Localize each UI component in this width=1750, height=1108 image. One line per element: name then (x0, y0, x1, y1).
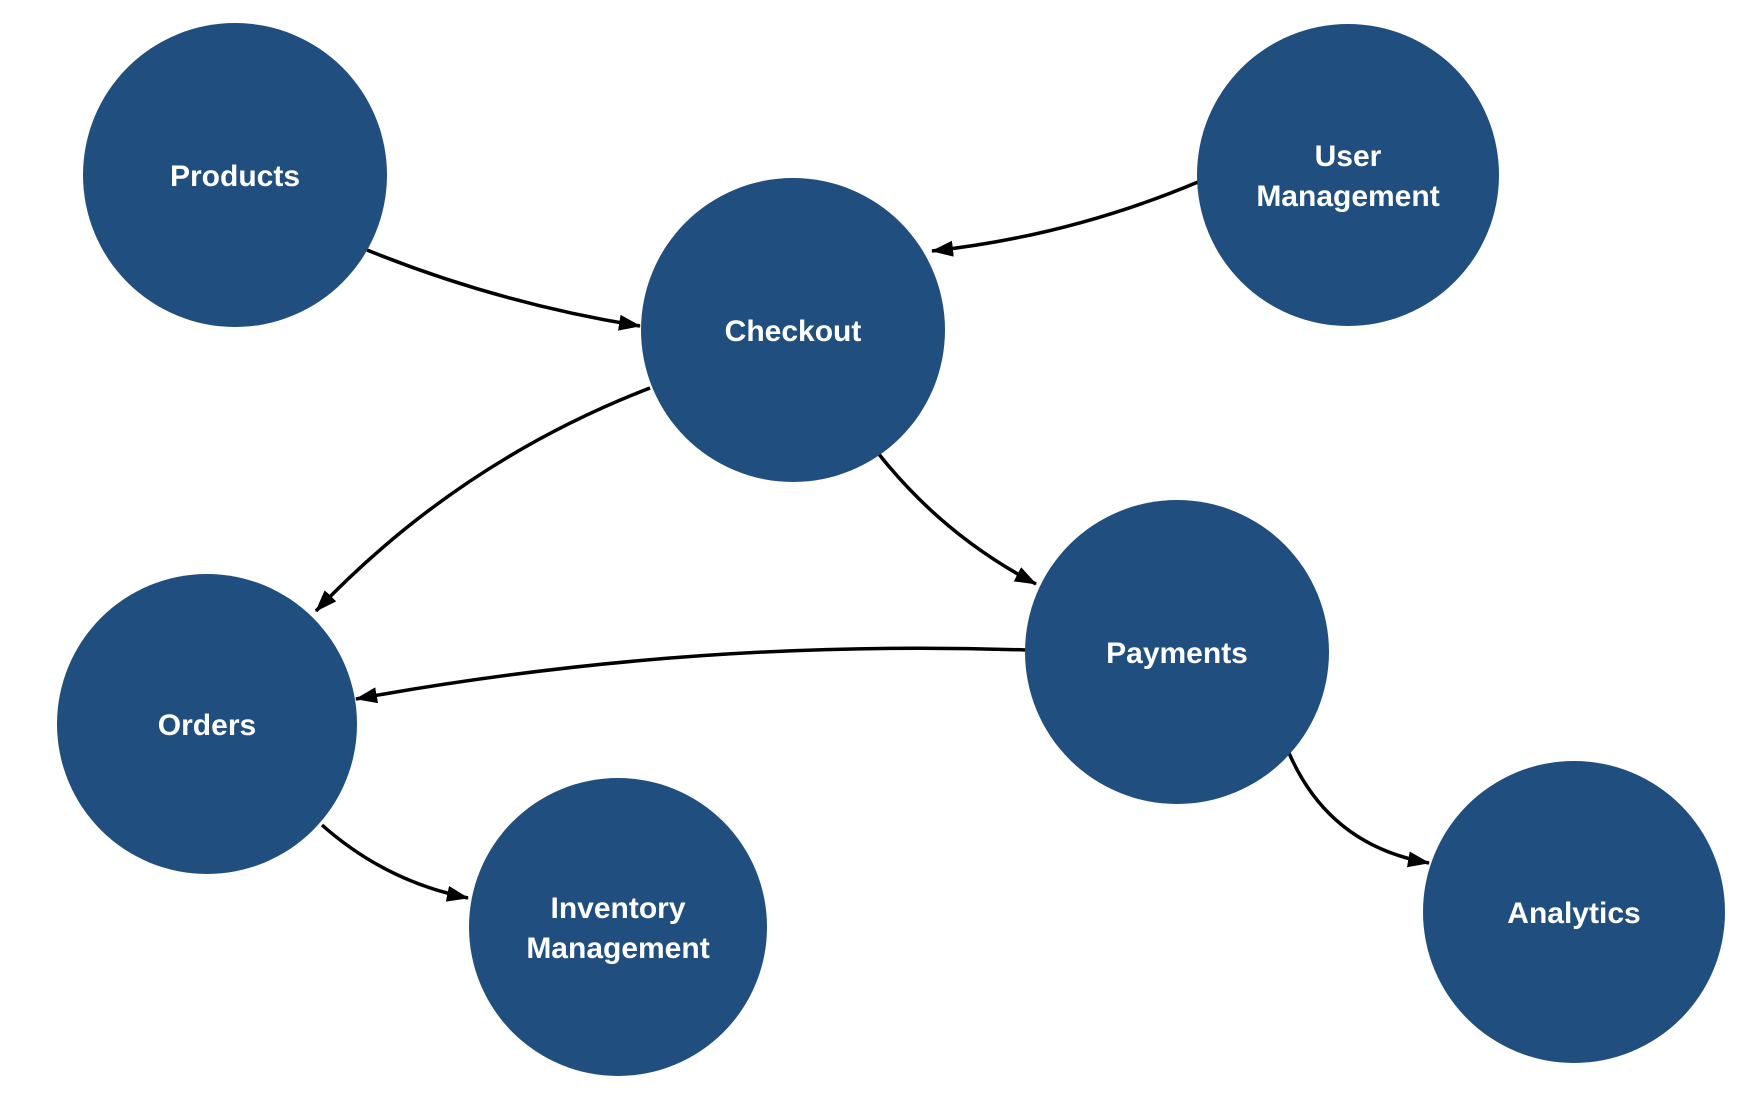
node-circle-payments[interactable] (1025, 500, 1329, 804)
node-label-line: Management (1256, 180, 1439, 213)
node-circle-orders[interactable] (57, 574, 357, 874)
node-checkout[interactable]: Checkout (641, 178, 945, 482)
node-label-checkout: Checkout (725, 315, 862, 348)
edges-layer (314, 180, 1430, 902)
node-label-analytics: Analytics (1507, 897, 1640, 930)
node-label-line: Orders (158, 709, 256, 742)
node-label-products: Products (170, 160, 300, 193)
edge-user-management-to-checkout (931, 180, 1199, 257)
node-analytics[interactable]: Analytics (1423, 761, 1725, 1063)
node-label-line: Checkout (725, 315, 862, 348)
node-orders[interactable]: Orders (57, 574, 357, 874)
node-label-line: Payments (1106, 637, 1248, 670)
node-label-orders: Orders (158, 709, 256, 742)
node-label-payments: Payments (1106, 637, 1248, 670)
edge-checkout-to-orders (314, 386, 651, 613)
node-label-line: Products (170, 160, 300, 193)
node-circle-inventory-management[interactable] (469, 778, 767, 1076)
edge-orders-to-inventory-management (320, 823, 469, 902)
edge-products-to-checkout (366, 248, 641, 331)
node-circle-analytics[interactable] (1423, 761, 1725, 1063)
node-label-line: Inventory (550, 892, 685, 925)
node-label-line: Analytics (1507, 897, 1640, 930)
node-circle-checkout[interactable] (641, 178, 945, 482)
node-circle-user-management[interactable] (1197, 24, 1499, 326)
node-circle-products[interactable] (83, 23, 387, 327)
node-label-line: Management (526, 932, 709, 965)
edge-checkout-to-payments (876, 451, 1037, 586)
node-label-line: User (1315, 140, 1382, 173)
node-products[interactable]: Products (83, 23, 387, 327)
edge-payments-to-orders (355, 646, 1027, 704)
edge-payments-to-analytics (1287, 752, 1430, 868)
node-payments[interactable]: Payments (1025, 500, 1329, 804)
